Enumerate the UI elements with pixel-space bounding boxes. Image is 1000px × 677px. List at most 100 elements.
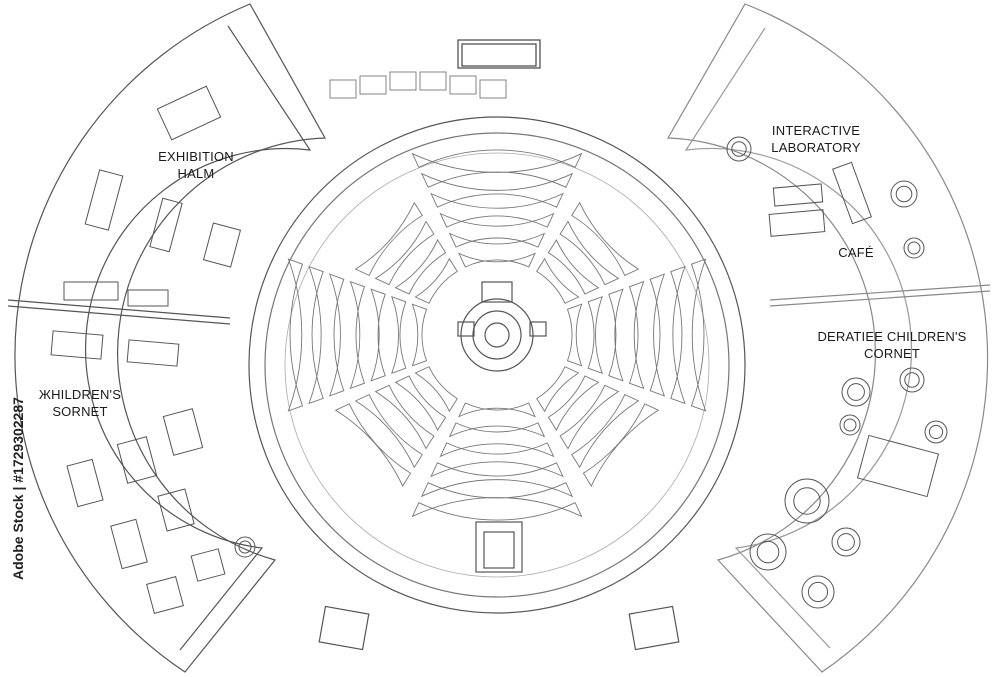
seating-row-left [411, 303, 428, 367]
seating-row-upper-right [559, 220, 620, 286]
seating-row-left [287, 258, 304, 412]
right-divider-wall [769, 284, 991, 301]
play-station [924, 420, 948, 444]
play-ring [234, 536, 256, 558]
seating-row-left [308, 265, 324, 405]
play-station [899, 367, 925, 393]
stock-id-watermark: Adobe Stock | #1729302287 [10, 397, 26, 580]
play-mat [856, 434, 940, 498]
seating-row-right [649, 273, 666, 397]
label-exhibition-hall: EXHIBITION HALM [158, 149, 234, 181]
seating-row-top [420, 171, 574, 191]
play-station-inner [756, 540, 780, 564]
seating-row-bottom [420, 479, 574, 499]
rotunda-inner-wall [264, 132, 730, 598]
label-cafe: CAFÉ [838, 245, 874, 260]
seating-row-top [458, 252, 536, 268]
left-wing-outline [14, 3, 327, 673]
play-station [749, 533, 787, 571]
play-station-inner [847, 383, 865, 401]
right-wing-outline [666, 3, 989, 673]
top-entrance [457, 39, 541, 69]
seating-row-right [670, 265, 686, 405]
seating-row-bottom [439, 442, 555, 458]
perimeter-booth [449, 75, 477, 95]
left-divider-wall [7, 299, 231, 319]
seating-row-lower-left [334, 403, 412, 487]
seating-row-upper-left [394, 239, 447, 295]
play-desk [190, 548, 226, 582]
bottom-kiosk-left [318, 605, 370, 651]
seating-row-right [566, 303, 583, 367]
label-childrens-corner-right: DERATIEE CHILDREN'S CORNET [817, 329, 967, 361]
play-desk [162, 408, 204, 456]
lab-station-inner [731, 141, 747, 157]
seating-row-left [370, 288, 386, 382]
play-desk [157, 488, 195, 532]
play-station-inner [793, 487, 821, 515]
perimeter-booth [479, 79, 507, 99]
play-desk [110, 518, 148, 570]
play-ring-inner [238, 540, 252, 554]
seating-row-bottom [411, 497, 583, 521]
perimeter-booth [419, 71, 447, 91]
seating-row-lower-right [571, 394, 640, 469]
exhibit-table [156, 85, 222, 141]
perimeter-booth [359, 75, 387, 95]
lab-counter [832, 161, 872, 225]
play-station-inner [837, 533, 855, 551]
cafe-table [890, 180, 918, 208]
lab-bench [772, 183, 824, 207]
play-station-inner [807, 581, 829, 603]
bottom-podium [475, 521, 523, 573]
exhibit-case [149, 197, 183, 253]
seating-row-left [391, 295, 407, 375]
play-station [801, 575, 835, 609]
seating-row-left [349, 280, 366, 390]
seating-row-upper-right [571, 201, 640, 276]
seating-row-top [411, 149, 583, 173]
left-wing-inner-wall [84, 25, 312, 651]
seating-row-top [448, 232, 546, 248]
cafe-table [903, 237, 925, 259]
lab-station [726, 136, 752, 162]
seating-row-right [690, 258, 707, 412]
seating-row-lower-left [354, 394, 423, 469]
right-wing-inner-wall [684, 27, 913, 649]
seating-row-lower-right [582, 403, 660, 487]
seating-row-lower-right [559, 384, 620, 450]
play-desk [116, 436, 158, 484]
seating-row-right [587, 295, 603, 375]
seating-row-bottom [430, 461, 564, 478]
seating-row-lower-left [374, 384, 435, 450]
bottom-kiosk-right [628, 605, 680, 651]
seating-row-upper-left [354, 201, 423, 276]
seating-row-upper-left [414, 257, 458, 304]
seating-row-bottom [448, 422, 546, 438]
seating-row-lower-left [394, 375, 447, 431]
seating-row-bottom [458, 402, 536, 418]
seating-row-upper-right [547, 239, 600, 295]
play-station [841, 377, 871, 407]
play-station [784, 478, 830, 524]
play-station-inner [928, 424, 944, 440]
play-desk [66, 458, 104, 508]
center-stage [460, 298, 534, 372]
seating-row-upper-left [374, 220, 435, 286]
perimeter-booth [329, 79, 357, 99]
seating-row-lower-left [414, 366, 458, 413]
play-table [50, 330, 104, 360]
rotunda-aisle [284, 152, 710, 578]
seating-row-right [608, 288, 624, 382]
play-station-inner [904, 372, 920, 388]
play-table [126, 339, 180, 367]
seating-row-top [439, 212, 555, 228]
seating-row-lower-right [547, 375, 600, 431]
exhibit-bench [127, 289, 169, 307]
perimeter-booth [389, 71, 417, 91]
seating-row-left [328, 273, 345, 397]
lab-bench [768, 209, 826, 237]
seating-row-lower-right [536, 366, 580, 413]
cafe-table-inner [907, 241, 921, 255]
